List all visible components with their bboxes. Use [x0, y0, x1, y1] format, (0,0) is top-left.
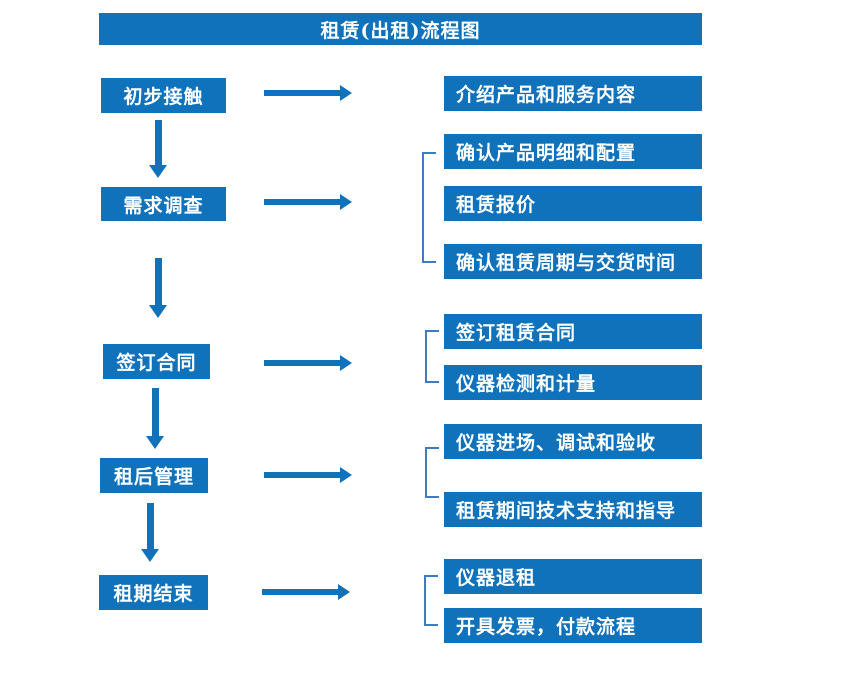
- arrow-shaft: [151, 388, 159, 436]
- detail-box-rental-quote: 租赁报价: [444, 186, 702, 221]
- step-box-post-rental: 租后管理: [100, 458, 208, 493]
- right-arrow-1: [264, 85, 352, 101]
- detail-box-invoice-payment: 开具发票，付款流程: [444, 608, 702, 643]
- arrow-head-icon: [149, 165, 167, 178]
- right-arrow-4: [264, 467, 352, 483]
- group-bracket-demand-survey: [422, 152, 436, 263]
- arrow-head-icon: [338, 584, 350, 600]
- arrow-head-icon: [340, 355, 352, 371]
- arrow-shaft: [264, 199, 341, 205]
- arrow-head-icon: [146, 436, 164, 449]
- step-box-initial-contact: 初步接触: [101, 78, 226, 113]
- arrow-head-icon: [149, 305, 167, 318]
- detail-box-instrument-setup: 仪器进场、调试和验收: [444, 424, 702, 459]
- arrow-head-icon: [340, 467, 352, 483]
- detail-box-instrument-testing: 仪器检测和计量: [444, 365, 702, 400]
- step-box-sign-contract: 签订合同: [103, 344, 210, 379]
- down-arrow-3: [146, 388, 164, 449]
- detail-box-instrument-return: 仪器退租: [444, 559, 702, 594]
- right-arrow-2: [264, 194, 352, 210]
- right-arrow-5: [262, 584, 350, 600]
- arrow-shaft: [264, 472, 341, 478]
- arrow-shaft: [264, 360, 341, 366]
- detail-box-confirm-period: 确认租赁周期与交货时间: [444, 244, 702, 279]
- group-bracket-sign-contract: [425, 330, 439, 383]
- group-bracket-post-rental: [425, 447, 439, 498]
- down-arrow-2: [149, 258, 167, 318]
- right-arrow-3: [264, 355, 352, 371]
- detail-box-tech-support: 租赁期间技术支持和指导: [444, 492, 702, 527]
- arrow-head-icon: [340, 85, 352, 101]
- arrow-shaft: [154, 258, 162, 305]
- arrow-head-icon: [141, 549, 159, 562]
- arrow-shaft: [154, 120, 162, 165]
- down-arrow-1: [149, 120, 167, 178]
- down-arrow-4: [141, 503, 159, 562]
- arrow-shaft: [264, 90, 341, 96]
- arrow-shaft: [146, 503, 154, 549]
- detail-box-sign-rental-contract: 签订租赁合同: [444, 314, 702, 349]
- detail-box-introduce-products: 介绍产品和服务内容: [444, 76, 702, 111]
- page-title: 租赁(出租)流程图: [99, 13, 702, 45]
- arrow-shaft: [262, 589, 339, 595]
- detail-box-confirm-details: 确认产品明细和配置: [444, 134, 702, 169]
- arrow-head-icon: [340, 194, 352, 210]
- step-box-rental-end: 租期结束: [99, 575, 208, 610]
- group-bracket-rental-end: [424, 575, 438, 626]
- step-box-demand-survey: 需求调查: [101, 187, 226, 221]
